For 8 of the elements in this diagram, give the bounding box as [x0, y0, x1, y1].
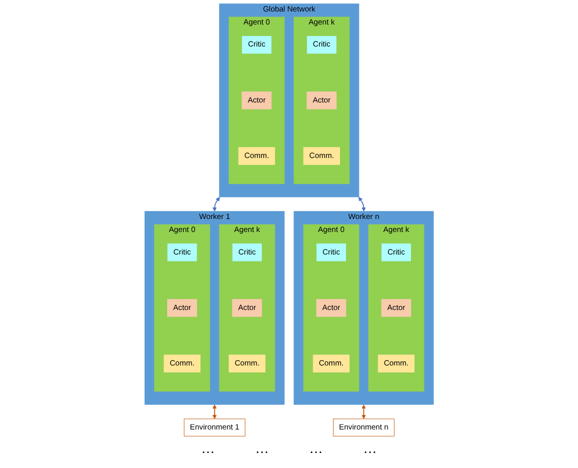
arrow [361, 404, 366, 420]
arrow [212, 196, 220, 212]
ellipsis-text: … [255, 440, 269, 458]
ellipsis-text: … [201, 440, 215, 458]
arrow [358, 196, 366, 212]
arrow [212, 404, 217, 420]
ellipsis-text: … [363, 440, 377, 458]
ellipsis-text: … [309, 440, 323, 458]
